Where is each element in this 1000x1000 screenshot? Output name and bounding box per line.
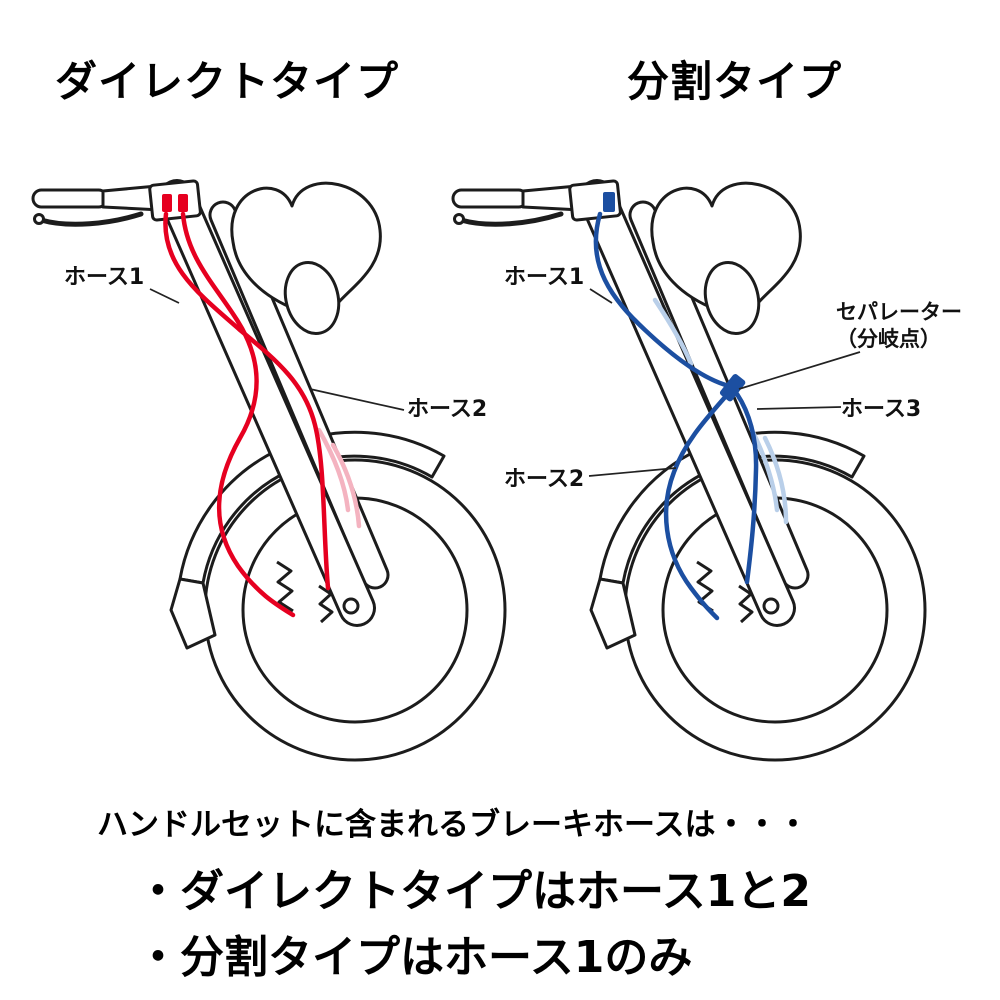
footer-intro: ハンドルセットに含まれるブレーキホースは・・・ bbox=[97, 807, 809, 843]
leader-separator bbox=[738, 351, 861, 390]
leader-direct-hose1 bbox=[149, 288, 180, 304]
label-split-hose2: ホース2 bbox=[504, 467, 585, 492]
direct-hose-1 bbox=[163, 211, 331, 591]
split-hose-2 bbox=[663, 393, 729, 621]
leader-lines bbox=[149, 288, 861, 477]
split-hoses bbox=[593, 192, 789, 621]
separator bbox=[719, 374, 746, 402]
direct-banjo-1 bbox=[162, 194, 172, 212]
split-hose-1 bbox=[593, 211, 732, 389]
direct-hose-hidden-1 bbox=[330, 442, 362, 529]
footer-bullet-direct: ・ダイレクトタイプはホース1と2 bbox=[136, 866, 812, 917]
label-separator-line1: セパレーター bbox=[836, 300, 962, 324]
label-split-hose1: ホース1 bbox=[504, 265, 585, 290]
direct-hose-hidden-2 bbox=[316, 427, 351, 513]
title-split-type: 分割タイプ bbox=[627, 57, 843, 106]
label-separator-line2: （分岐点） bbox=[836, 327, 941, 352]
leader-direct-hose2 bbox=[309, 388, 405, 411]
direct-hose-2 bbox=[180, 211, 296, 618]
footer-bullet-split: ・分割タイプはホース1のみ bbox=[136, 932, 693, 983]
label-direct-hose2: ホース2 bbox=[407, 397, 488, 422]
leader-split-hose2 bbox=[588, 467, 677, 477]
label-separator: セパレーター （分岐点） bbox=[836, 299, 962, 354]
leader-split-hose3 bbox=[756, 406, 842, 410]
label-direct-hose1: ホース1 bbox=[64, 265, 145, 290]
split-hose-3 bbox=[734, 391, 759, 585]
split-hose-hidden-3 bbox=[652, 297, 694, 367]
leader-split-hose1 bbox=[589, 288, 613, 304]
title-direct-type: ダイレクトタイプ bbox=[55, 57, 400, 106]
label-split-hose3: ホース3 bbox=[841, 397, 922, 422]
split-hose-hidden-1 bbox=[762, 435, 789, 525]
direct-banjo-2 bbox=[178, 194, 188, 212]
split-banjo bbox=[603, 192, 615, 212]
direct-hoses bbox=[162, 194, 362, 618]
